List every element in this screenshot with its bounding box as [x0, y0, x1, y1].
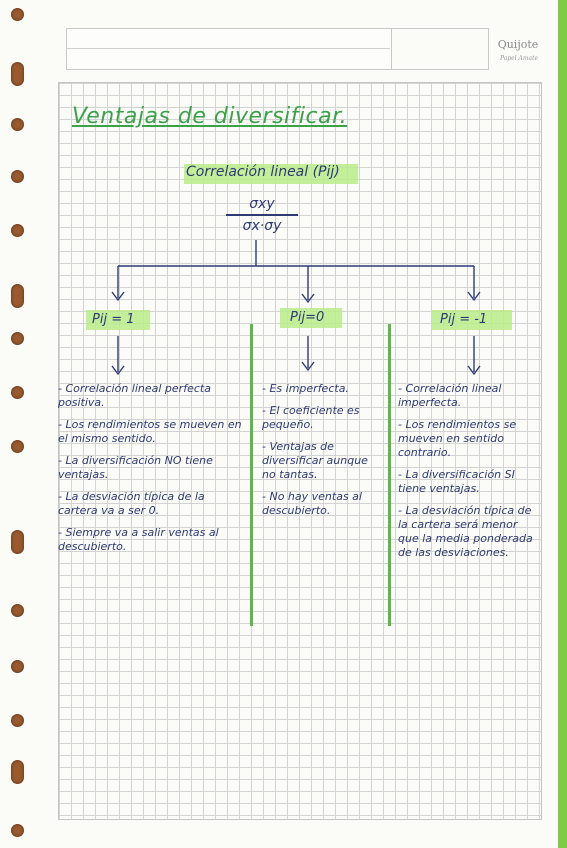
- list-item: - Los rendimientos se mueven en sentido …: [398, 418, 517, 459]
- list-item: - Correlación lineal perfecta positiva.: [58, 382, 211, 409]
- formula-denominator: σx·σy: [242, 217, 282, 234]
- binder-hole: [11, 760, 24, 784]
- column-positive: - Correlación lineal perfecta positiva. …: [58, 382, 242, 562]
- highlight: [280, 308, 342, 328]
- column-divider: [250, 324, 253, 626]
- grid-area: [58, 82, 542, 820]
- highlight: [432, 310, 512, 330]
- branch-label-negative: Pij = -1: [440, 312, 488, 327]
- binder-hole: [11, 224, 24, 237]
- highlight: [86, 310, 150, 330]
- binder-hole: [11, 604, 24, 617]
- list-item: - La diversificación SI tiene ventajas.: [398, 468, 515, 495]
- binder-hole: [11, 332, 24, 345]
- brand-subtitle: Papel Amate: [499, 55, 539, 62]
- list-item: - Correlación lineal imperfecta.: [398, 382, 502, 409]
- date-field: [390, 28, 489, 70]
- column-zero: - Es imperfecta. - El coeficiente es peq…: [262, 382, 382, 526]
- header-divider: [66, 48, 390, 49]
- list-item: - Siempre va a salir ventas al descubier…: [58, 526, 219, 553]
- list-item: - La diversificación NO tiene ventajas.: [58, 454, 213, 481]
- fraction-bar: [226, 214, 298, 216]
- highlight: [184, 164, 358, 184]
- binder-hole: [11, 660, 24, 673]
- binder-hole: [11, 440, 24, 453]
- list-item: - La desviación típica de la cartera ser…: [398, 504, 533, 559]
- green-page-edge: [558, 0, 567, 848]
- list-item: - Ventajas de diversificar aunque no tan…: [262, 440, 368, 481]
- binder-hole: [11, 530, 24, 554]
- list-item: - No hay ventas al descubierto.: [262, 490, 362, 517]
- branch-label-zero: Pij=0: [290, 310, 325, 325]
- correlation-formula: σxy σx·σy: [222, 196, 302, 234]
- binder-hole: [11, 118, 24, 131]
- binder-hole: [11, 62, 24, 86]
- list-item: - Los rendimientos se mueven en el mismo…: [58, 418, 242, 445]
- column-negative: - Correlación lineal imperfecta. - Los r…: [398, 382, 540, 568]
- binder-hole: [11, 824, 24, 837]
- binder-hole: [11, 714, 24, 727]
- list-item: - La desviación típica de la cartera va …: [58, 490, 205, 517]
- formula-numerator: σxy: [249, 196, 275, 212]
- subtitle: Correlación lineal (Pij): [186, 164, 340, 180]
- branch-label-positive: Pij = 1: [92, 312, 135, 327]
- column-divider: [388, 324, 391, 626]
- header-field: [66, 28, 392, 70]
- page-title: Ventajas de diversificar.: [72, 104, 348, 129]
- list-item: - El coeficiente es pequeño.: [262, 404, 360, 431]
- binder-hole: [11, 170, 24, 183]
- binder-hole: [11, 284, 24, 308]
- list-item: - Es imperfecta.: [262, 382, 349, 395]
- binder-hole: [11, 386, 24, 399]
- brand-logo: Quijote: [497, 38, 539, 51]
- binder-hole: [11, 8, 24, 21]
